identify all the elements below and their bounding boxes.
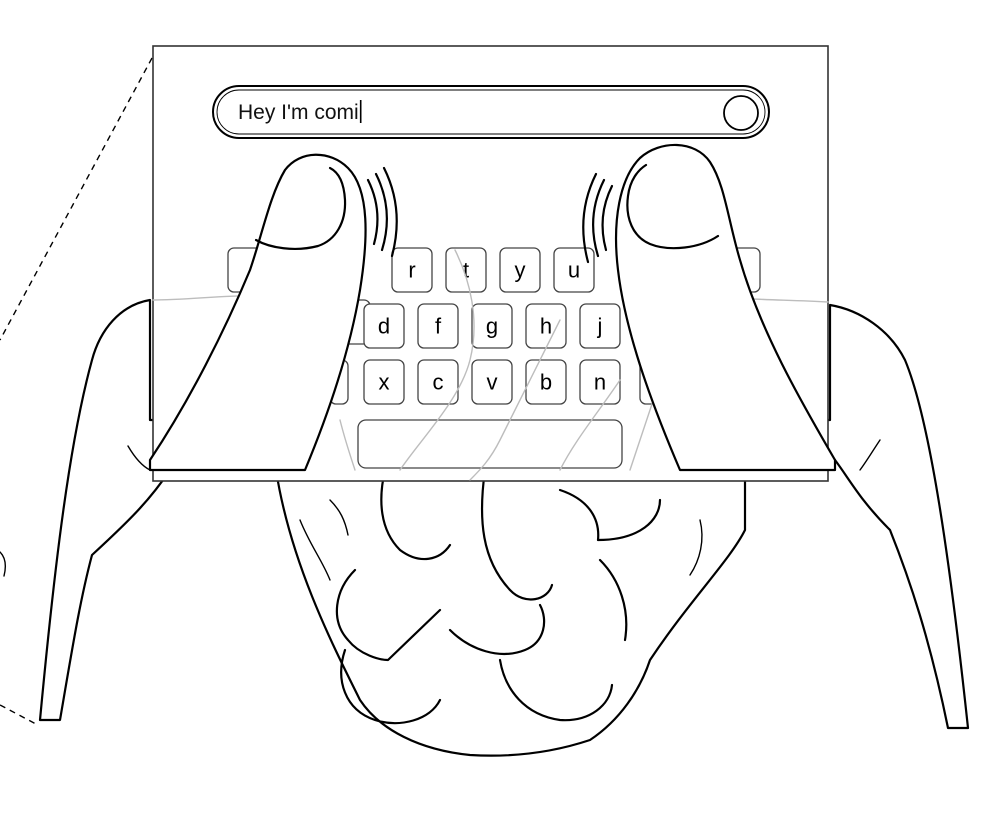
projection-line-bottom bbox=[0, 704, 37, 725]
key-v-label: v bbox=[487, 370, 498, 395]
key-b-label: b bbox=[540, 370, 552, 395]
left-hand bbox=[38, 298, 202, 722]
key-u-cap[interactable] bbox=[553, 247, 595, 293]
right-palm-crease bbox=[859, 439, 881, 471]
key-u[interactable]: u bbox=[553, 247, 595, 293]
key-r-label: r bbox=[408, 258, 415, 283]
left-palm-crease bbox=[127, 445, 151, 471]
key-t[interactable]: t bbox=[445, 247, 487, 293]
key-y[interactable]: y bbox=[499, 247, 541, 293]
projection-edge-arc bbox=[0, 551, 7, 577]
key-t-label: t bbox=[463, 258, 469, 283]
key-y-label: y bbox=[515, 258, 526, 283]
message-input[interactable]: Hey I'm comi bbox=[212, 85, 770, 139]
right-hand bbox=[798, 303, 970, 730]
space-key[interactable] bbox=[357, 419, 623, 469]
key-d-label: d bbox=[378, 314, 390, 339]
key-j-cap[interactable] bbox=[579, 303, 621, 349]
key-c[interactable]: c bbox=[417, 359, 459, 405]
key-b[interactable]: b bbox=[525, 359, 567, 405]
key-h[interactable]: h bbox=[525, 303, 567, 349]
key-u-label: u bbox=[568, 258, 580, 283]
key-x-cap[interactable] bbox=[363, 359, 405, 405]
right-thumb bbox=[614, 143, 837, 472]
key-b-cap[interactable] bbox=[525, 359, 567, 405]
key-r-cap[interactable] bbox=[391, 247, 433, 293]
key-n-label: n bbox=[594, 370, 606, 395]
key-g-label: g bbox=[486, 314, 498, 339]
key-j[interactable]: j bbox=[579, 303, 621, 349]
vibration-marks-right bbox=[582, 172, 614, 264]
key-x[interactable]: x bbox=[363, 359, 405, 405]
key-f[interactable]: f bbox=[417, 303, 459, 349]
key-d[interactable]: d bbox=[363, 303, 405, 349]
send-button-circle-icon[interactable] bbox=[723, 95, 759, 131]
key-c-label: c bbox=[433, 370, 444, 395]
key-v[interactable]: v bbox=[471, 359, 513, 405]
left-thumb bbox=[148, 153, 367, 472]
key-g-cap[interactable] bbox=[471, 303, 513, 349]
key-n-cap[interactable] bbox=[579, 359, 621, 405]
message-input-text: Hey I'm comi bbox=[238, 101, 359, 124]
key-x-label: x bbox=[379, 370, 390, 395]
key-c-cap[interactable] bbox=[417, 359, 459, 405]
key-n[interactable]: n bbox=[579, 359, 621, 405]
vibration-marks-left bbox=[366, 166, 398, 258]
key-t-cap[interactable] bbox=[445, 247, 487, 293]
key-j-label: j bbox=[597, 314, 603, 339]
key-g[interactable]: g bbox=[471, 303, 513, 349]
key-f-label: f bbox=[435, 314, 442, 339]
projection-line-top bbox=[0, 57, 153, 341]
key-v-cap[interactable] bbox=[471, 359, 513, 405]
lower-hand bbox=[274, 468, 747, 757]
key-d-cap[interactable] bbox=[363, 303, 405, 349]
key-f-cap[interactable] bbox=[417, 303, 459, 349]
key-y-cap[interactable] bbox=[499, 247, 541, 293]
key-r[interactable]: r bbox=[391, 247, 433, 293]
key-h-label: h bbox=[540, 314, 552, 339]
